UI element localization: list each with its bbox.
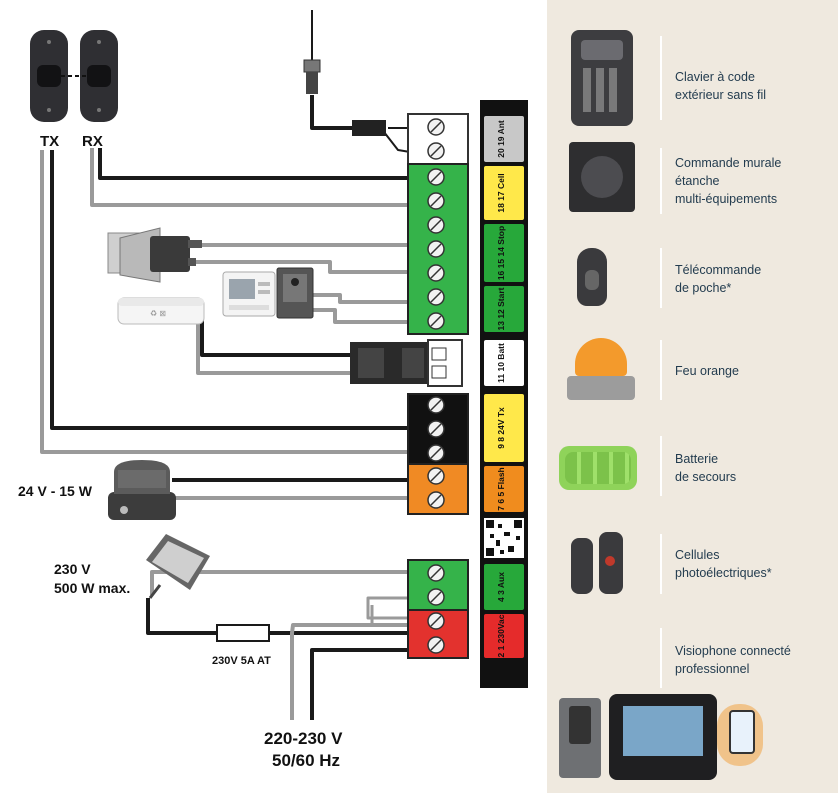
terminal-screw-slot [430, 243, 442, 255]
flash-power-label: 24 V - 15 W [18, 483, 93, 499]
videophone-icon [557, 694, 777, 784]
accessory-label: Clavier à code extérieur sans fil [675, 70, 767, 102]
terminal-label-text: 13 12 Start [496, 287, 506, 330]
rx-wire-gray [90, 148, 410, 207]
mains-wire-black [310, 648, 410, 720]
terminal-screw-slot [430, 291, 442, 303]
key-switch [107, 227, 202, 283]
wall-switch-icon [569, 142, 635, 212]
fuse-label: 230V 5A AT [212, 655, 271, 667]
mains-wire-gray [290, 623, 410, 720]
terminal-screw-slot [430, 447, 442, 459]
photocell-pair: TX RX [30, 30, 118, 150]
mains-voltage-label: 220-230 V [264, 729, 343, 748]
accessory-label: Commande murale étanche multi-équipement… [675, 156, 782, 206]
terminal-label-text: 11 10 Batt [496, 343, 506, 383]
terminal-label-text: 7 6 5 Flash [496, 467, 506, 510]
terminal-label-cell [484, 614, 524, 658]
battery-wire-gray [196, 318, 350, 375]
rx-label: RX [82, 133, 103, 150]
svg-text:♻ ⊠: ♻ ⊠ [150, 309, 166, 318]
terminal-screw-slot [430, 121, 442, 133]
accessory-photocells: Cellules photoélectriques* [547, 530, 838, 600]
terminal-label-text: 20 19 Ant [496, 120, 506, 158]
terminal-label-text: 16 15 14 Stop [496, 226, 506, 280]
terminal-label-cell [484, 224, 524, 282]
accessory-videophone: Visiophone connecté professionnel [547, 626, 838, 786]
terminal-screw-slot [430, 195, 442, 207]
aux-wire-black [146, 598, 218, 635]
terminal-blocks [350, 113, 469, 659]
keypad-icon [571, 30, 633, 126]
antenna [303, 10, 386, 136]
terminal-label-cell [484, 340, 524, 386]
accessory-label: Feu orange [675, 364, 739, 378]
tx-wire-black [50, 150, 410, 430]
terminal-screw-slot [430, 315, 442, 327]
accessory-label: Visiophone connecté professionnel [675, 644, 791, 676]
accessory-keypad: Clavier à code extérieur sans fil [547, 28, 838, 128]
rx-wire-black [98, 148, 410, 180]
accessory-orange-light: Feu orange [547, 336, 838, 406]
remote-icon [577, 248, 607, 306]
terminal-screw-slot [430, 423, 442, 435]
terminal-screw-slot [430, 639, 442, 651]
terminal-label-text: 2 1 230Vac [496, 614, 506, 657]
flash-light [108, 460, 176, 520]
battery-icon [559, 446, 637, 490]
terminal-label-text: 4 3 Aux [496, 572, 506, 602]
accessory-remote: Télécommande de poche* [547, 244, 838, 314]
aux-loop [366, 596, 410, 620]
terminal-label-text: 9 8 24V Tx [496, 407, 506, 449]
terminal-screw-slot [430, 615, 442, 627]
terminal-screw-slot [430, 591, 442, 603]
terminal-screw-slot [430, 470, 442, 482]
keyswitch-wire-2 [190, 260, 410, 274]
aux-power-label: 500 W max. [54, 580, 130, 596]
qr-code [484, 518, 524, 558]
wiring-diagram: TX RX ♻ ⊠ [18, 10, 528, 770]
terminal-screw-slot [430, 219, 442, 231]
tx-wire-gray2 [40, 150, 410, 454]
terminal-label-strip: 20 19 Ant 18 17 Cell 16 15 14 Stop 13 12 St… [480, 100, 528, 688]
accessory-label: Batterie de secours [675, 452, 737, 484]
aux-wire-gray [150, 570, 410, 595]
intercom-wire-2 [312, 308, 410, 324]
terminal-screw-slot [430, 399, 442, 411]
terminal-screw-slot [430, 171, 442, 183]
fuse: 230V 5A AT [212, 624, 271, 667]
battery-wire-black [200, 318, 350, 357]
wires [40, 95, 411, 720]
terminal-label-cell [484, 166, 524, 220]
terminal-label-cell [484, 116, 524, 162]
intercom-wire-1 [312, 293, 410, 304]
antenna-wire [310, 95, 355, 130]
accessory-label: Télécommande de poche* [675, 263, 762, 295]
battery-pack: ♻ ⊠ [117, 297, 205, 325]
terminal-label-cell [484, 286, 524, 332]
photocell-icon [571, 532, 639, 598]
terminal-label-cell [484, 394, 524, 462]
intercom [222, 267, 314, 319]
accessory-label: Cellules photoélectriques* [675, 548, 772, 580]
terminal-screw-slot [430, 494, 442, 506]
terminal-label-cell [484, 564, 524, 610]
tx-label: TX [40, 133, 59, 150]
accessory-wall-switch: Commande murale étanche multi-équipement… [547, 140, 838, 220]
accessories-panel: Clavier à code extérieur sans fil Comman… [547, 0, 838, 793]
mains-frequency-label: 50/60 Hz [272, 751, 340, 770]
aux-voltage-label: 230 V [54, 561, 91, 577]
terminal-screw-slot [430, 567, 442, 579]
aux-floodlight [146, 534, 210, 599]
orange-light-icon [567, 336, 635, 406]
terminal-label-cell [484, 466, 524, 512]
antenna-wire-2 [383, 127, 411, 153]
terminal-screw-slot [430, 267, 442, 279]
terminal-label-text: 18 17 Cell [496, 173, 506, 212]
terminal-screw-slot [430, 145, 442, 157]
accessory-battery: Batterie de secours [547, 436, 838, 498]
